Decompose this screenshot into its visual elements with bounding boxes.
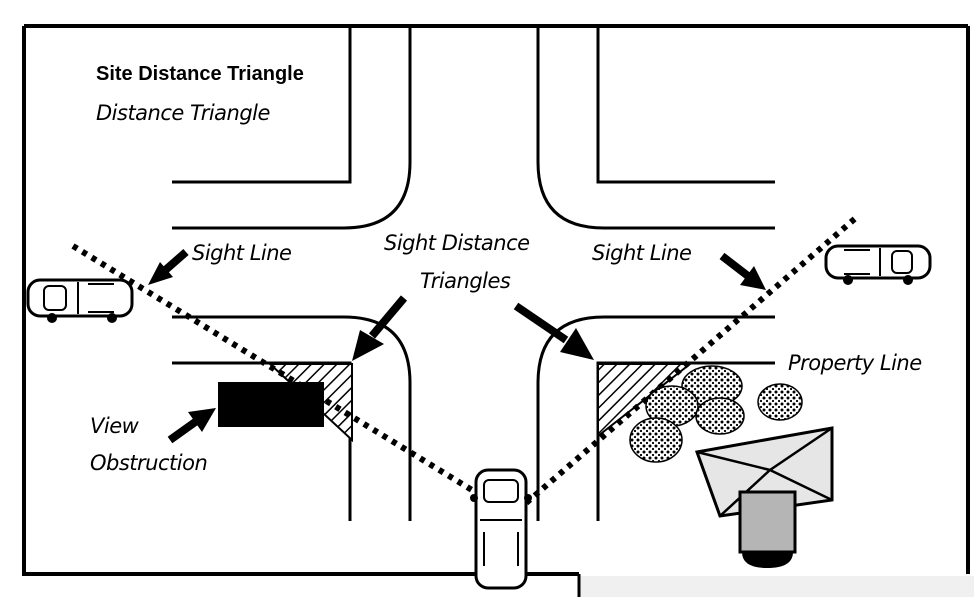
arrow-icon xyxy=(148,248,766,444)
label-sight-line-right: Sight Line xyxy=(592,241,691,265)
label-view: View xyxy=(90,414,140,438)
diagram-title: Site Distance Triangle xyxy=(96,63,304,85)
diagram-subtitle: Distance Triangle xyxy=(96,101,270,125)
label-property-line: Property Line xyxy=(788,351,922,375)
bush-icon xyxy=(629,365,803,463)
label-obstruction: Obstruction xyxy=(90,451,207,475)
house-icon xyxy=(694,426,834,568)
car-icon xyxy=(824,244,932,285)
label-triangles: Triangles xyxy=(420,269,511,293)
view-obstruction-block xyxy=(218,382,324,427)
label-sight-line-left: Sight Line xyxy=(192,241,291,265)
car-icon xyxy=(26,278,134,323)
footer-gray-band xyxy=(579,576,974,597)
sight-lines xyxy=(71,213,860,515)
label-sight-distance: Sight Distance xyxy=(384,231,530,255)
car-icon xyxy=(470,468,532,590)
